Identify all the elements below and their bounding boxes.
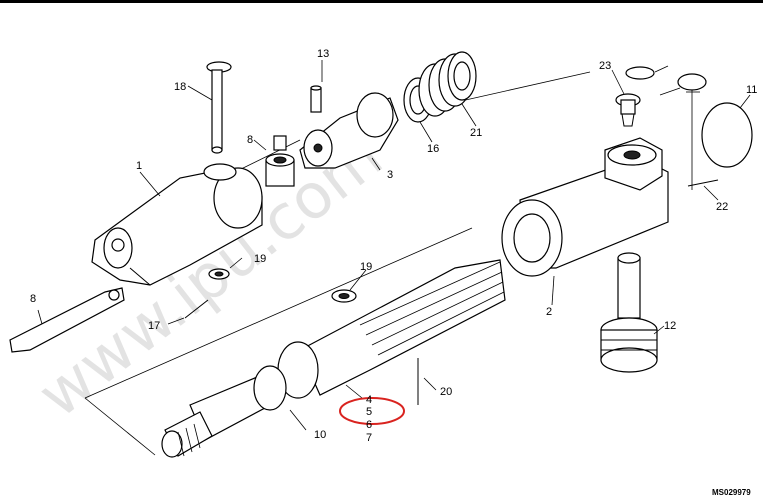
top-border	[0, 0, 763, 3]
callout-23: 23	[599, 60, 611, 72]
part-1-housing	[91, 163, 263, 286]
callout-17: 17	[148, 320, 160, 332]
part-22-pin	[687, 179, 719, 187]
callout-7: 7	[366, 432, 372, 444]
callout-5: 5	[366, 406, 372, 418]
part-2-tube-housing	[501, 137, 669, 277]
part-17-cotter-pin	[184, 299, 209, 319]
part-19-washers	[208, 268, 357, 303]
splined-shaft	[277, 259, 506, 399]
reference-code: MS029979	[712, 488, 751, 497]
callout-19-upper: 19	[254, 253, 266, 265]
callout-22: 22	[716, 201, 728, 213]
callout-3: 3	[387, 169, 393, 181]
part-23-plug	[615, 65, 707, 127]
callout-labels: 1 18 8 13 3 16 21 23 11 22 2 12 19 19 8 …	[30, 48, 757, 444]
callout-10: 10	[314, 429, 326, 441]
part-3-clevis	[299, 85, 399, 169]
callout-11: 11	[746, 84, 757, 96]
callout-12: 12	[664, 320, 676, 332]
callout-8-upper: 8	[247, 134, 253, 146]
callout-2: 2	[546, 306, 552, 318]
part-21-shims	[418, 51, 477, 117]
callout-13: 13	[317, 48, 329, 60]
callout-6: 6	[366, 419, 372, 431]
callout-20: 20	[440, 386, 452, 398]
callout-8-lower: 8	[30, 293, 36, 305]
callout-1: 1	[136, 160, 142, 172]
callout-16: 16	[427, 143, 439, 155]
part-8-link-bar	[9, 287, 125, 353]
part-10-threaded-rod	[161, 365, 287, 458]
leader-lines	[37, 60, 751, 431]
callout-19-lower: 19	[360, 261, 372, 273]
part-12-spool	[600, 252, 658, 373]
part-18-pin	[206, 61, 232, 154]
highlight-circle	[339, 397, 405, 425]
callout-4: 4	[366, 394, 372, 406]
callout-21: 21	[470, 127, 482, 139]
part-8-bushing	[265, 135, 295, 187]
part-11-cover	[701, 102, 753, 168]
callout-18: 18	[174, 81, 186, 93]
